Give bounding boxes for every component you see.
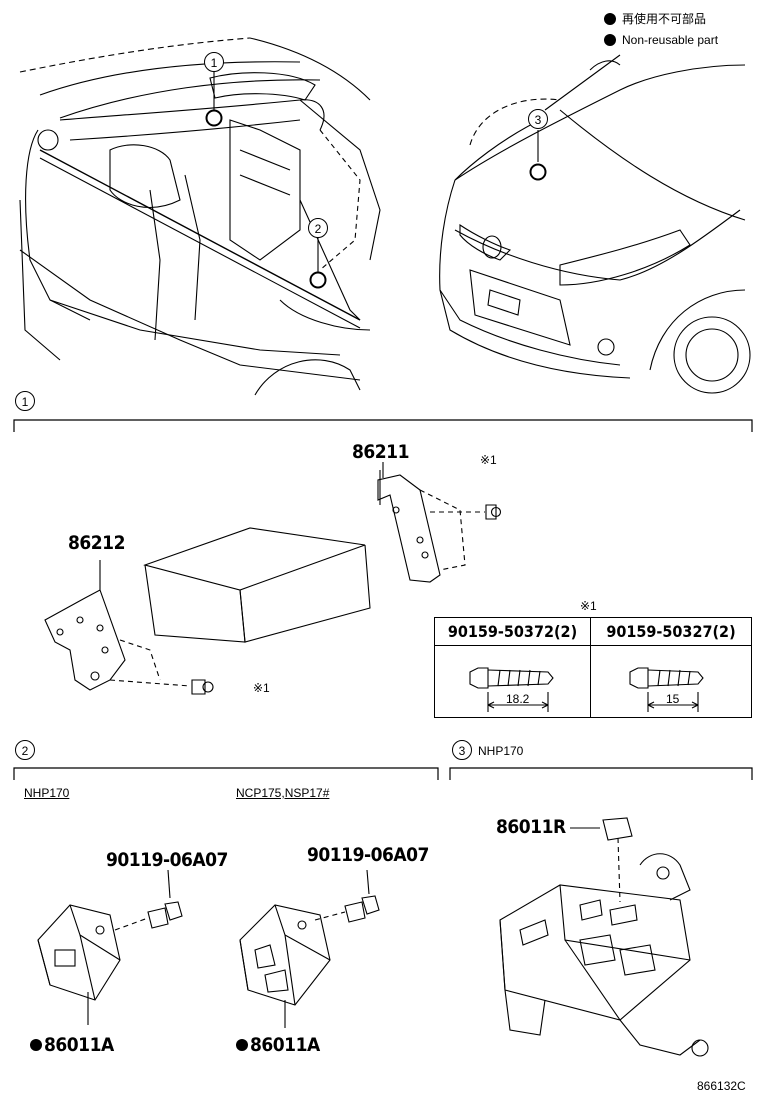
sensor-right bbox=[239, 869, 380, 1028]
table-bolt-2 bbox=[629, 667, 704, 712]
section-1-label: 1 bbox=[15, 391, 35, 411]
table-header-col1: 90159-50372(2) bbox=[435, 618, 590, 646]
fuse bbox=[602, 817, 633, 841]
table-header-col2: 90159-50327(2) bbox=[591, 618, 751, 646]
callout-3: 3 bbox=[528, 109, 548, 129]
figure-code: 866132C bbox=[697, 1079, 746, 1093]
table-bolt-1 bbox=[469, 667, 554, 712]
bolt-number-left: 90119-06A07 bbox=[106, 849, 228, 871]
note-mark-left: ※1 bbox=[253, 681, 270, 695]
bolt-number-right: 90119-06A07 bbox=[307, 844, 429, 866]
part-number-86011a-left: 86011A bbox=[44, 1034, 114, 1056]
section-3-model: NHP170 bbox=[478, 744, 524, 758]
relay-block bbox=[499, 817, 709, 1057]
part-number-86211: 86211 bbox=[352, 441, 409, 463]
bolt-length-col2: 15 bbox=[666, 692, 680, 706]
legend-en-label: Non-reusable part bbox=[622, 33, 719, 47]
non-reusable-dot-icon bbox=[30, 1039, 42, 1051]
bracket-86212 bbox=[44, 560, 214, 695]
callout-2: 2 bbox=[308, 218, 328, 238]
model-label-right: NCP175,NSP17# bbox=[236, 786, 330, 800]
table-divider bbox=[590, 618, 592, 717]
bolt-sensor-left bbox=[147, 901, 183, 929]
exterior-illustration bbox=[439, 54, 751, 394]
model-label-left: NHP170 bbox=[24, 786, 70, 800]
non-reusable-dot-icon bbox=[604, 13, 616, 25]
table-title-mark: ※1 bbox=[580, 599, 597, 613]
part-number-86011r: 86011R bbox=[496, 816, 566, 838]
interior-illustration bbox=[19, 37, 381, 396]
sensor-left bbox=[37, 869, 183, 1025]
unit-box bbox=[143, 527, 371, 643]
part-number-86212: 86212 bbox=[68, 532, 125, 554]
non-reusable-dot-icon bbox=[236, 1039, 248, 1051]
non-reusable-dot-icon bbox=[604, 34, 616, 46]
bolt-left bbox=[191, 679, 214, 695]
bolt-top bbox=[485, 504, 502, 520]
legend-jp-label: 再使用不可部品 bbox=[622, 12, 707, 26]
bolt-length-col1: 18.2 bbox=[506, 692, 530, 706]
section-2-label: 2 bbox=[15, 740, 35, 760]
bolt-spec-table: 90159-50372(2) 90159-50327(2) bbox=[434, 617, 752, 718]
bracket-86211 bbox=[377, 462, 502, 583]
bolt-sensor-right bbox=[344, 895, 380, 923]
section-3-label: 3 bbox=[452, 740, 472, 760]
part-number-86011a-right: 86011A bbox=[250, 1034, 320, 1056]
callout-1: 1 bbox=[204, 52, 224, 72]
note-mark-top: ※1 bbox=[480, 453, 497, 467]
